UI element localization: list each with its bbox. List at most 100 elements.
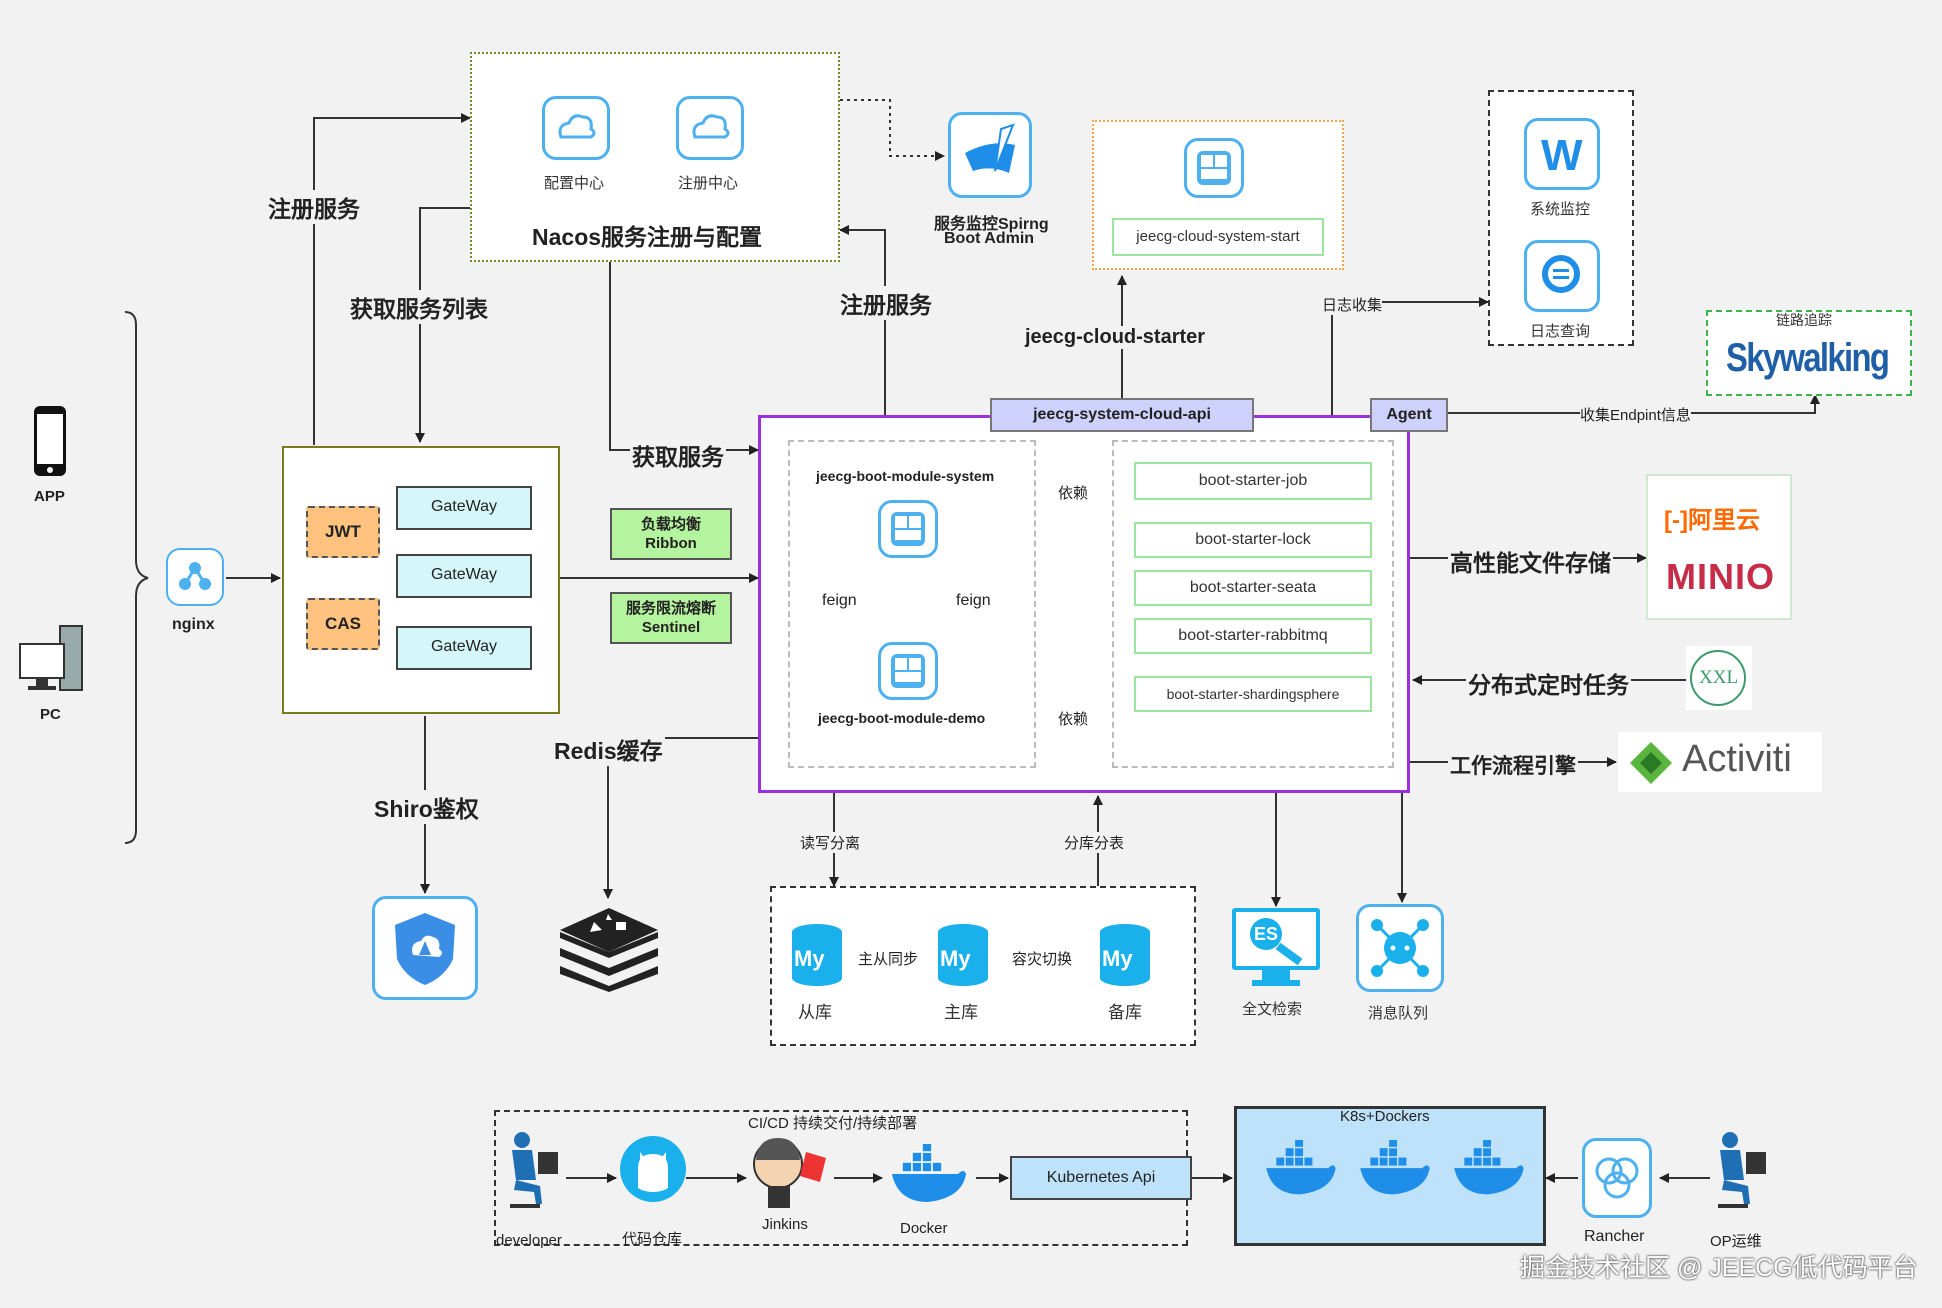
starter-shardingsphere: boot-starter-shardingsphere <box>1134 676 1372 712</box>
agent-tab: Agent <box>1370 398 1448 432</box>
starter-seata: boot-starter-seata <box>1134 570 1372 606</box>
es-search-monitor-icon <box>1232 908 1320 986</box>
rancher-icon <box>1595 1157 1639 1199</box>
cloud-icon <box>692 114 730 139</box>
xxl-label: XXL <box>1699 667 1739 688</box>
registry-center-node <box>676 96 744 160</box>
label-shiro: Shiro鉴权 <box>372 790 481 824</box>
app-client: APP <box>26 404 74 505</box>
sentinel-box: 服务限流熔断 Sentinel <box>610 592 732 644</box>
db-master-logo: My <box>940 946 971 971</box>
message-queue-icon <box>1371 919 1429 977</box>
developer-label: developer <box>496 1232 562 1249</box>
storage-group <box>1646 474 1792 620</box>
feign-left-label: feign <box>822 592 857 610</box>
db-backup-label: 备库 <box>1108 1003 1142 1022</box>
jenkins-label: Jinkins <box>762 1216 808 1233</box>
es-label: 全文检索 <box>1242 1001 1303 1018</box>
starter-job: boot-starter-job <box>1134 462 1372 500</box>
nacos-group <box>470 52 840 262</box>
k8s-api-box: Kubernetes Api <box>1010 1156 1192 1200</box>
watermark: 掘金技术社区 @ JEECG低代码平台 <box>1520 1254 1918 1282</box>
db-slave-logo: My <box>794 946 825 971</box>
jenkins-icon <box>753 1138 826 1208</box>
edge-agent-skywalking <box>1448 394 1820 414</box>
boot-admin-icon <box>965 123 1015 173</box>
nginx-label: nginx <box>172 616 215 633</box>
sys-monitor-node: W <box>1524 118 1600 190</box>
cloud-icon <box>558 114 596 139</box>
cas-box: CAS <box>306 598 380 650</box>
search-icon <box>1542 255 1580 293</box>
boot-admin-node <box>948 112 1032 198</box>
starter-rabbitmq: boot-starter-rabbitmq <box>1134 618 1372 654</box>
aliyun-bracket-icon: [-] <box>1664 507 1688 534</box>
docker-icon <box>1454 1140 1524 1195</box>
shiro-node <box>372 896 478 1000</box>
db-slave-node: My <box>790 922 844 988</box>
docker-icon <box>892 1144 966 1202</box>
aliyun-logo: [-]阿里云 <box>1664 500 1760 535</box>
aliyun-label: 阿里云 <box>1687 507 1760 534</box>
developer-icon <box>510 1132 558 1208</box>
docker-label: Docker <box>900 1220 948 1237</box>
clients-brace <box>124 311 149 844</box>
config-center-node <box>542 96 610 160</box>
gateway-box-3: GateWay <box>396 626 532 670</box>
app-label: APP <box>34 488 65 505</box>
label-master-slave: 主从同步 <box>858 948 919 969</box>
mq-node <box>1356 904 1444 992</box>
log-query-node <box>1524 240 1600 312</box>
label-redis: Redis缓存 <box>552 732 665 766</box>
module-icon <box>1197 151 1231 185</box>
gateway-box-2: GateWay <box>396 554 532 598</box>
label-sharding: 分库分表 <box>1064 832 1125 853</box>
label-collect-endpoint: 收集Endpint信息 <box>1580 404 1691 425</box>
edge-get-service-list <box>415 207 470 443</box>
activiti-label: Activiti <box>1682 738 1792 780</box>
skywalking-title: 链路追踪 <box>1776 312 1832 328</box>
cloud-start-node <box>1184 138 1244 198</box>
label-log-collect: 日志收集 <box>1322 294 1383 315</box>
edge-register-left <box>313 113 471 445</box>
feign-right-label: feign <box>956 592 991 610</box>
db-slave-label: 从库 <box>798 1003 832 1022</box>
pc-client: PC <box>16 622 86 723</box>
label-rw-split: 读写分离 <box>800 832 861 853</box>
db-master-node: My <box>936 922 990 988</box>
label-get-service-list: 获取服务列表 <box>348 290 490 324</box>
docker-icon <box>1266 1140 1336 1195</box>
ribbon-box: 负载均衡 Ribbon <box>610 508 732 560</box>
phone-icon <box>34 406 66 476</box>
depend-label-2: 依赖 <box>1058 708 1089 729</box>
xxl-logo: XXL <box>1690 650 1746 706</box>
jwt-box: JWT <box>306 506 380 558</box>
label-cloud-starter: jeecg-cloud-starter <box>1022 326 1209 349</box>
activiti-diamond-icon <box>1630 742 1672 784</box>
ribbon-line1: 负载均衡 <box>640 516 701 533</box>
starter-lock: boot-starter-lock <box>1134 522 1372 558</box>
label-storage: 高性能文件存储 <box>1448 544 1613 578</box>
es-logo: ES <box>1254 924 1279 944</box>
edge-nacos-monitor <box>840 99 945 161</box>
sentinel-line2: Sentinel <box>641 619 701 636</box>
db-master-label: 主库 <box>944 1003 978 1022</box>
ops-person-icon <box>1718 1132 1766 1208</box>
w-logo-icon: W <box>1541 131 1583 180</box>
label-get-service: 获取服务 <box>630 438 726 472</box>
minio-logo: MINIO <box>1666 556 1775 597</box>
mysql-db-icon <box>938 924 988 986</box>
k8s-title: K8s+Dockers <box>1340 1108 1430 1125</box>
es-node: ES <box>1228 904 1324 990</box>
module-icon <box>891 654 925 688</box>
cicd-title: CI/CD 持续交付/持续部署 <box>748 1115 918 1132</box>
label-failover: 容灾切换 <box>1012 948 1073 969</box>
docker-icon <box>1360 1140 1430 1195</box>
skywalking-logo: Skywalking <box>1726 336 1890 380</box>
sentinel-line1: 服务限流熔断 <box>625 600 716 617</box>
db-backup-logo: My <box>1102 946 1133 971</box>
redis-icon <box>560 908 658 992</box>
config-center-label: 配置中心 <box>544 175 605 192</box>
log-query-label: 日志查询 <box>1530 323 1591 340</box>
registry-center-label: 注册中心 <box>678 175 739 192</box>
